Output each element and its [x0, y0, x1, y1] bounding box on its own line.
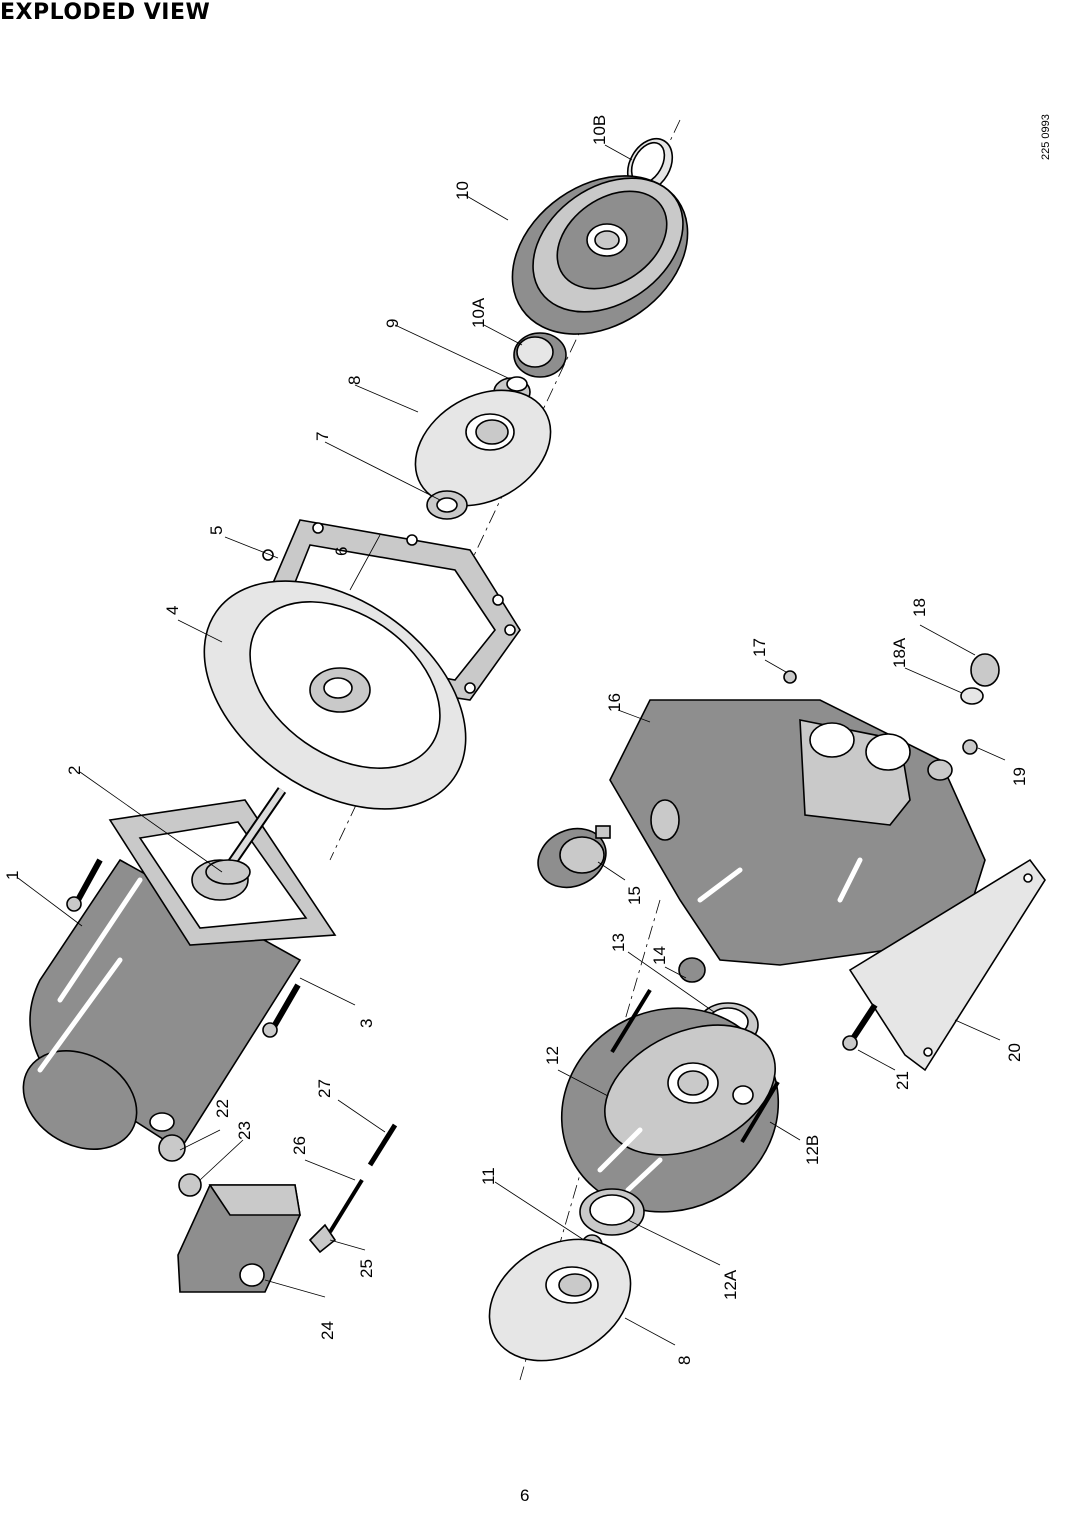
callout-18a: 18A	[890, 637, 909, 668]
part-4-seal-plate	[203, 580, 467, 810]
part-25-27-tube-assembly	[308, 1123, 398, 1254]
callout-12a: 12A	[721, 1269, 740, 1300]
part-24-pressure-switch	[177, 1184, 301, 1293]
page-number: 6	[520, 1486, 530, 1505]
part-20-base	[848, 858, 1046, 1072]
callout-26: 26	[290, 1136, 309, 1155]
callout-6: 6	[332, 547, 351, 556]
callout-21: 21	[893, 1071, 912, 1090]
callout-13: 13	[609, 933, 628, 952]
callout-12: 12	[543, 1046, 562, 1065]
part-17-19-plugs	[783, 653, 1000, 755]
part-8-impeller-upper	[414, 389, 552, 507]
part-22-23-fittings	[158, 1134, 202, 1197]
callout-5: 5	[207, 526, 226, 535]
callout-10a: 10A	[469, 297, 488, 328]
callout-25: 25	[357, 1259, 376, 1278]
callout-10b: 10B	[590, 115, 609, 145]
page-title: EXPLODED VIEW	[0, 0, 211, 25]
part-21-bolt	[842, 1003, 878, 1051]
callout-11: 11	[479, 1167, 498, 1185]
part-10a-bushing	[513, 332, 567, 378]
callout-7: 7	[313, 432, 332, 441]
part-8-impeller-lower	[488, 1238, 632, 1362]
callout-17: 17	[750, 638, 769, 657]
part-12-pump-cover	[560, 1007, 780, 1213]
callout-9: 9	[383, 319, 402, 328]
callout-4: 4	[163, 606, 182, 615]
part-3-bolts	[66, 858, 301, 1038]
part-12a-wear-ring	[579, 1188, 645, 1236]
callout-leader-lines	[17, 144, 1006, 1346]
callout-labels: 1 2 3 4 5 6 7 8 9 10 10A 10B 16 17 18 18…	[3, 115, 1029, 1365]
callout-12b: 12B	[803, 1135, 822, 1165]
callout-27: 27	[315, 1079, 334, 1098]
part-12b-studs	[610, 988, 780, 1144]
callout-14: 14	[650, 946, 669, 965]
part-16-pump-casing	[609, 699, 986, 966]
part-2-shaft-slinger	[205, 787, 287, 885]
part-10-diffuser	[511, 175, 689, 335]
callout-10: 10	[453, 181, 472, 200]
callout-18: 18	[910, 598, 929, 617]
callout-1: 1	[3, 871, 22, 880]
callout-22: 22	[213, 1099, 232, 1118]
part-15-gauge	[537, 825, 611, 889]
callout-16: 16	[605, 693, 624, 712]
callout-8-lower: 8	[675, 1356, 694, 1365]
callout-8-upper: 8	[345, 376, 364, 385]
callout-3: 3	[357, 1019, 376, 1028]
callout-2: 2	[65, 766, 84, 775]
callout-24: 24	[318, 1321, 337, 1340]
callout-20: 20	[1005, 1043, 1024, 1062]
callout-15: 15	[625, 886, 644, 905]
callout-19: 19	[1010, 767, 1029, 786]
callout-23: 23	[235, 1121, 254, 1140]
part-7-washer	[426, 490, 468, 520]
